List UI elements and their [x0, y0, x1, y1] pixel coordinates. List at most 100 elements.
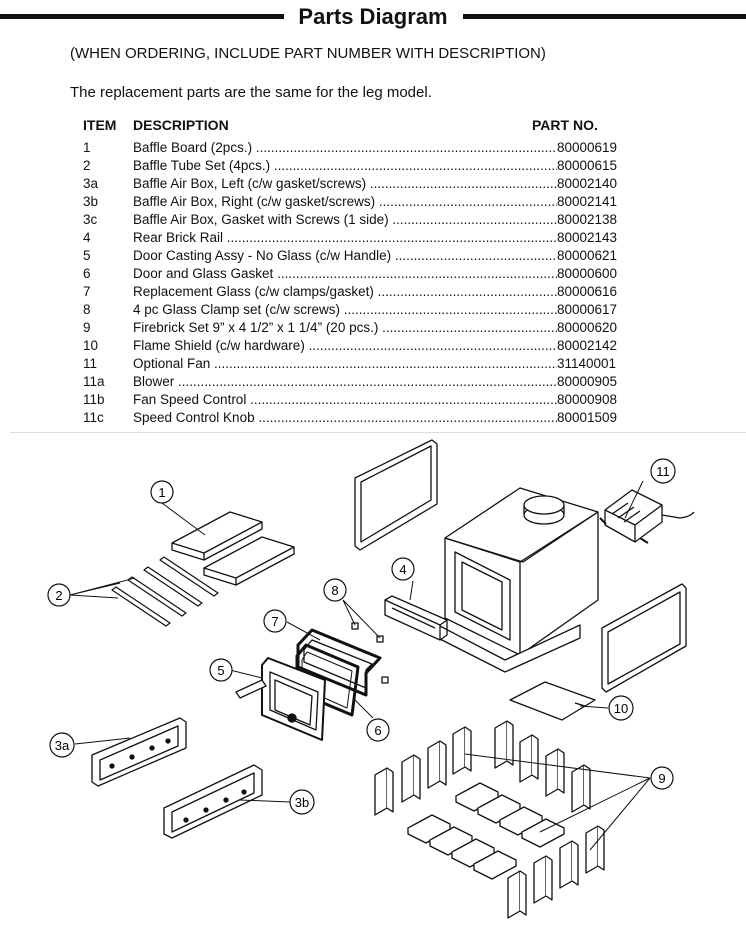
item-number: 3c — [83, 212, 98, 227]
item-description: Baffle Board (2pcs.) — [133, 139, 557, 157]
part-number: 80000620 — [557, 319, 618, 337]
table-row: 11a Blower80000905 — [0, 373, 746, 391]
callout-2: 2 — [47, 583, 71, 607]
table-row: 3c Baffle Air Box, Gasket with Screws (1 … — [0, 211, 746, 229]
side-panel-upper — [354, 439, 438, 551]
item-number: 8 — [83, 302, 91, 317]
part-number: 80002143 — [557, 229, 618, 247]
rear-brick-rail — [384, 595, 448, 641]
ordering-note: (WHEN ORDERING, INCLUDE PART NUMBER WITH… — [70, 45, 546, 62]
callout-9: 9 — [650, 766, 674, 790]
item-description: Speed Control Knob — [133, 409, 557, 427]
item-number: 10 — [83, 338, 99, 353]
item-description: 4 pc Glass Clamp set (c/w screws) — [133, 301, 557, 319]
item-number: 7 — [83, 284, 91, 299]
part-number: 80002142 — [557, 337, 618, 355]
table-row: 11b Fan Speed Control80000908 — [0, 391, 746, 409]
header-rule-right — [463, 14, 746, 19]
baffle-air-box-left — [91, 717, 187, 787]
item-number: 11b — [83, 392, 105, 407]
firebricks — [374, 720, 605, 919]
item-description: Fan Speed Control — [133, 391, 557, 409]
callout-8: 8 — [323, 578, 347, 602]
item-number: 3a — [83, 176, 99, 191]
svg-text:11: 11 — [656, 464, 670, 479]
header-description: DESCRIPTION — [133, 117, 229, 133]
svg-text:2: 2 — [55, 588, 62, 603]
item-description: Baffle Air Box, Gasket with Screws (1 si… — [133, 211, 557, 229]
svg-text:8: 8 — [331, 583, 338, 598]
table-row: 11 Optional Fan31140001 — [0, 355, 746, 373]
svg-text:6: 6 — [374, 723, 381, 738]
svg-text:3b: 3b — [295, 795, 309, 810]
svg-text:10: 10 — [614, 701, 628, 716]
item-description: Baffle Air Box, Right (c/w gasket/screws… — [133, 193, 557, 211]
item-number: 6 — [83, 266, 91, 281]
diagram-separator — [10, 432, 746, 433]
callout-3a: 3a — [49, 732, 75, 758]
svg-text:1: 1 — [158, 485, 165, 500]
svg-text:4: 4 — [399, 562, 406, 577]
part-number: 80002140 — [557, 175, 618, 193]
flame-shield — [509, 681, 596, 721]
item-description: Replacement Glass (c/w clamps/gasket) — [133, 283, 557, 301]
table-row: 6 Door and Glass Gasket80000600 — [0, 265, 746, 283]
callout-7: 7 — [263, 609, 287, 633]
item-description: Baffle Air Box, Left (c/w gasket/screws) — [133, 175, 557, 193]
callout-3b: 3b — [289, 789, 315, 815]
part-number: 80000617 — [557, 301, 618, 319]
callout-5: 5 — [209, 658, 233, 682]
table-row: 5 Door Casting Assy - No Glass (c/w Handl… — [0, 247, 746, 265]
svg-text:5: 5 — [217, 663, 224, 678]
item-number: 5 — [83, 248, 91, 263]
table-row: 8 4 pc Glass Clamp set (c/w screws)800006… — [0, 301, 746, 319]
side-panel-right — [601, 583, 687, 693]
item-number: 11a — [83, 374, 105, 389]
item-description: Optional Fan — [133, 355, 557, 373]
svg-text:9: 9 — [658, 771, 665, 786]
item-number: 11 — [83, 356, 98, 371]
leg-model-note: The replacement parts are the same for t… — [70, 84, 432, 101]
callout-11: 11 — [650, 458, 676, 484]
table-row: 1 Baffle Board (2pcs.)80000619 — [0, 139, 746, 157]
part-number: 80002138 — [557, 211, 618, 229]
item-number: 11c — [83, 410, 104, 425]
table-row: 3b Baffle Air Box, Right (c/w gasket/scre… — [0, 193, 746, 211]
table-row: 10 Flame Shield (c/w hardware)80002142 — [0, 337, 746, 355]
item-number: 3b — [83, 194, 99, 209]
table-row: 3a Baffle Air Box, Left (c/w gasket/screw… — [0, 175, 746, 193]
part-number: 80000600 — [557, 265, 618, 283]
baffle-tubes — [111, 556, 219, 627]
part-number: 80001509 — [557, 409, 618, 427]
item-number: 1 — [83, 140, 91, 155]
callout-6: 6 — [366, 718, 390, 742]
item-description: Blower — [133, 373, 557, 391]
header-item: ITEM — [83, 117, 117, 133]
header-part-no: PART NO. — [532, 117, 598, 133]
part-number: 80000908 — [557, 391, 618, 409]
part-number: 31140001 — [557, 355, 617, 373]
item-description: Door Casting Assy - No Glass (c/w Handle… — [133, 247, 557, 265]
item-number: 9 — [83, 320, 91, 335]
header-rule-left — [0, 14, 284, 19]
callout-10: 10 — [608, 695, 634, 721]
part-number: 80000619 — [557, 139, 618, 157]
part-number: 80000905 — [557, 373, 618, 391]
door-casting — [235, 657, 326, 741]
item-description: Door and Glass Gasket — [133, 265, 557, 283]
callout-1: 1 — [150, 480, 174, 504]
svg-text:7: 7 — [271, 614, 278, 629]
item-number: 2 — [83, 158, 91, 173]
svg-text:3a: 3a — [55, 738, 70, 753]
stove-body — [437, 487, 599, 673]
item-number: 4 — [83, 230, 91, 245]
item-description: Flame Shield (c/w hardware) — [133, 337, 557, 355]
table-row: 11c Speed Control Knob80001509 — [0, 409, 746, 427]
leader-lines — [69, 480, 651, 851]
